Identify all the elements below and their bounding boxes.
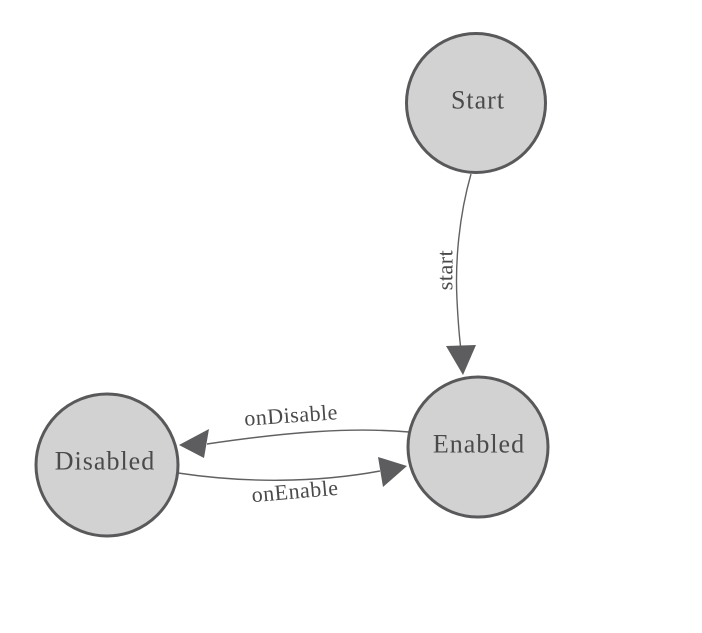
arrowhead-into-enabled-top — [446, 345, 476, 375]
edge-label-start: start — [433, 250, 458, 290]
arrowhead-into-disabled — [179, 429, 209, 458]
arrowhead-into-enabled-left — [378, 457, 407, 487]
edge-line — [206, 429, 410, 445]
disabled-label: Disabled — [55, 447, 155, 476]
enabled-circle — [406, 375, 550, 519]
disabled-circle — [34, 392, 180, 538]
edge-enabled-to-disabled: onDisable — [179, 399, 410, 458]
state-node-disabled: Disabled — [34, 392, 180, 538]
edge-line — [177, 470, 381, 481]
state-node-enabled: Enabled — [406, 375, 550, 519]
start-circle — [405, 32, 547, 174]
edge-line — [455, 173, 472, 347]
edge-label-ondisable: onDisable — [243, 399, 338, 430]
start-label: Start — [451, 86, 505, 115]
edge-disabled-to-enabled: onEnable — [177, 457, 407, 507]
state-node-start: Start — [405, 32, 547, 174]
edge-start-to-enabled: start — [433, 173, 476, 375]
enabled-label: Enabled — [433, 430, 525, 459]
